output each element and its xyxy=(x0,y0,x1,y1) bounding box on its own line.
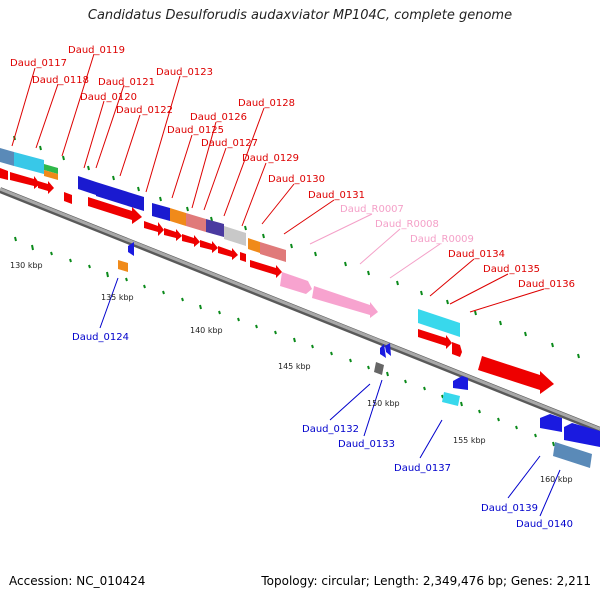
bottom-leader-lines xyxy=(99,277,561,517)
gene-label[interactable]: Daud_0130 xyxy=(268,174,325,185)
cds-arrow[interactable] xyxy=(0,168,8,180)
gene-label[interactable]: Daud_0136 xyxy=(518,279,575,290)
gene-label[interactable]: Daud_0140 xyxy=(516,519,573,530)
gene-feature[interactable] xyxy=(248,238,260,253)
gene-feature-0132b[interactable] xyxy=(385,343,391,356)
gene-feature-0139a[interactable] xyxy=(540,414,562,432)
red-cds-arrows xyxy=(0,168,554,394)
gene-feature-0132[interactable] xyxy=(380,344,386,358)
kbp-label-145: 145 kbp xyxy=(278,362,311,371)
cds-arrow[interactable] xyxy=(64,192,72,204)
gene-feature-0124[interactable] xyxy=(118,260,128,272)
rna-label[interactable]: Daud_R0008 xyxy=(375,219,439,230)
cds-arrow[interactable] xyxy=(200,240,218,253)
gene-label[interactable]: Daud_0127 xyxy=(201,138,258,149)
cds-arrow[interactable] xyxy=(10,172,40,189)
gene-feature-0124a[interactable] xyxy=(128,242,134,256)
cds-arrow[interactable] xyxy=(452,342,462,357)
kbp-label-130: 130 kbp xyxy=(10,261,43,270)
genome-backbone xyxy=(0,187,600,431)
gene-feature[interactable] xyxy=(0,148,14,166)
gene-feature-0133[interactable] xyxy=(374,362,384,375)
gene-label[interactable]: Daud_0119 xyxy=(68,45,125,56)
kbp-label-155: 155 kbp xyxy=(453,436,486,445)
gene-feature[interactable] xyxy=(418,309,460,337)
bottom-gene-labels: Daud_0124 Daud_0132 Daud_0133 Daud_0137 … xyxy=(72,332,573,530)
inner-strand-features xyxy=(118,242,600,468)
gene-label[interactable]: Daud_0123 xyxy=(156,67,213,78)
gene-feature[interactable] xyxy=(260,242,286,262)
kbp-label-150: 150 kbp xyxy=(367,399,400,408)
cds-arrow[interactable] xyxy=(182,234,200,247)
gene-label[interactable]: Daud_0126 xyxy=(190,112,247,123)
gene-label[interactable]: Daud_0132 xyxy=(302,424,359,435)
gene-feature[interactable] xyxy=(152,203,170,221)
cds-arrow[interactable] xyxy=(144,221,164,236)
rna-label[interactable]: Daud_R0007 xyxy=(340,204,404,215)
gene-label[interactable]: Daud_0135 xyxy=(483,264,540,275)
forward-feature-row xyxy=(0,148,460,337)
cds-arrow[interactable] xyxy=(250,260,282,278)
top-leader-lines xyxy=(11,53,545,313)
gene-feature[interactable] xyxy=(78,176,96,195)
gene-label[interactable]: Daud_0139 xyxy=(481,503,538,514)
gene-label[interactable]: Daud_0122 xyxy=(116,105,173,116)
gene-feature[interactable] xyxy=(14,152,44,174)
gene-feature[interactable] xyxy=(186,213,206,232)
gene-label[interactable]: Daud_0125 xyxy=(167,125,224,136)
rna-arrows xyxy=(280,272,378,318)
gene-feature[interactable] xyxy=(44,170,58,180)
gene-feature[interactable] xyxy=(206,219,224,237)
gene-label[interactable]: Daud_0117 xyxy=(10,58,67,69)
rna-arrow[interactable] xyxy=(280,272,312,294)
gene-label[interactable]: Daud_0118 xyxy=(32,75,89,86)
gene-label[interactable]: Daud_0124 xyxy=(72,332,129,343)
rna-arrow[interactable] xyxy=(312,286,378,318)
rna-label[interactable]: Daud_R0009 xyxy=(410,234,474,245)
gene-label[interactable]: Daud_0129 xyxy=(242,153,299,164)
cds-arrow[interactable] xyxy=(240,252,246,262)
gene-label[interactable]: Daud_0120 xyxy=(80,92,137,103)
kbp-label-135: 135 kbp xyxy=(101,293,134,302)
cds-arrow[interactable] xyxy=(218,246,238,260)
gene-label[interactable]: Daud_0137 xyxy=(394,463,451,474)
genome-title: Candidatus Desulforudis audaxviator MP10… xyxy=(87,8,513,23)
cds-arrow[interactable] xyxy=(418,329,452,349)
topology-text: Topology: circular; Length: 2,349,476 bp… xyxy=(261,574,591,588)
cds-arrow[interactable] xyxy=(478,356,554,394)
inner-tick-track xyxy=(14,236,574,454)
cds-arrow[interactable] xyxy=(38,181,54,194)
cds-arrow[interactable] xyxy=(88,197,142,224)
gene-label[interactable]: Daud_0121 xyxy=(98,77,155,88)
gene-feature[interactable] xyxy=(96,182,144,211)
gene-feature-0137a[interactable] xyxy=(453,376,468,390)
gene-label[interactable]: Daud_0131 xyxy=(308,190,365,201)
gene-feature[interactable] xyxy=(44,164,58,174)
gene-label[interactable]: Daud_0128 xyxy=(238,98,295,109)
gene-feature[interactable] xyxy=(170,208,186,226)
kbp-labels: 130 kbp 135 kbp 140 kbp 145 kbp 150 kbp … xyxy=(10,261,573,484)
gene-label[interactable]: Daud_0133 xyxy=(338,439,395,450)
outer-tick-track xyxy=(13,135,580,359)
gene-feature-0140[interactable] xyxy=(553,442,592,468)
gene-feature-0139[interactable] xyxy=(564,423,600,447)
gene-label[interactable]: Daud_0134 xyxy=(448,249,505,260)
top-gene-labels: Daud_0117 Daud_0118 Daud_0119 Daud_0120 … xyxy=(10,45,575,290)
cds-arrow[interactable] xyxy=(164,228,182,241)
gene-feature-0137[interactable] xyxy=(442,392,460,406)
rna-leader-lines xyxy=(309,213,441,279)
gene-feature[interactable] xyxy=(224,226,246,246)
kbp-label-140: 140 kbp xyxy=(190,326,223,335)
kbp-label-160: 160 kbp xyxy=(540,475,573,484)
accession-text: Accession: NC_010424 xyxy=(9,574,146,588)
